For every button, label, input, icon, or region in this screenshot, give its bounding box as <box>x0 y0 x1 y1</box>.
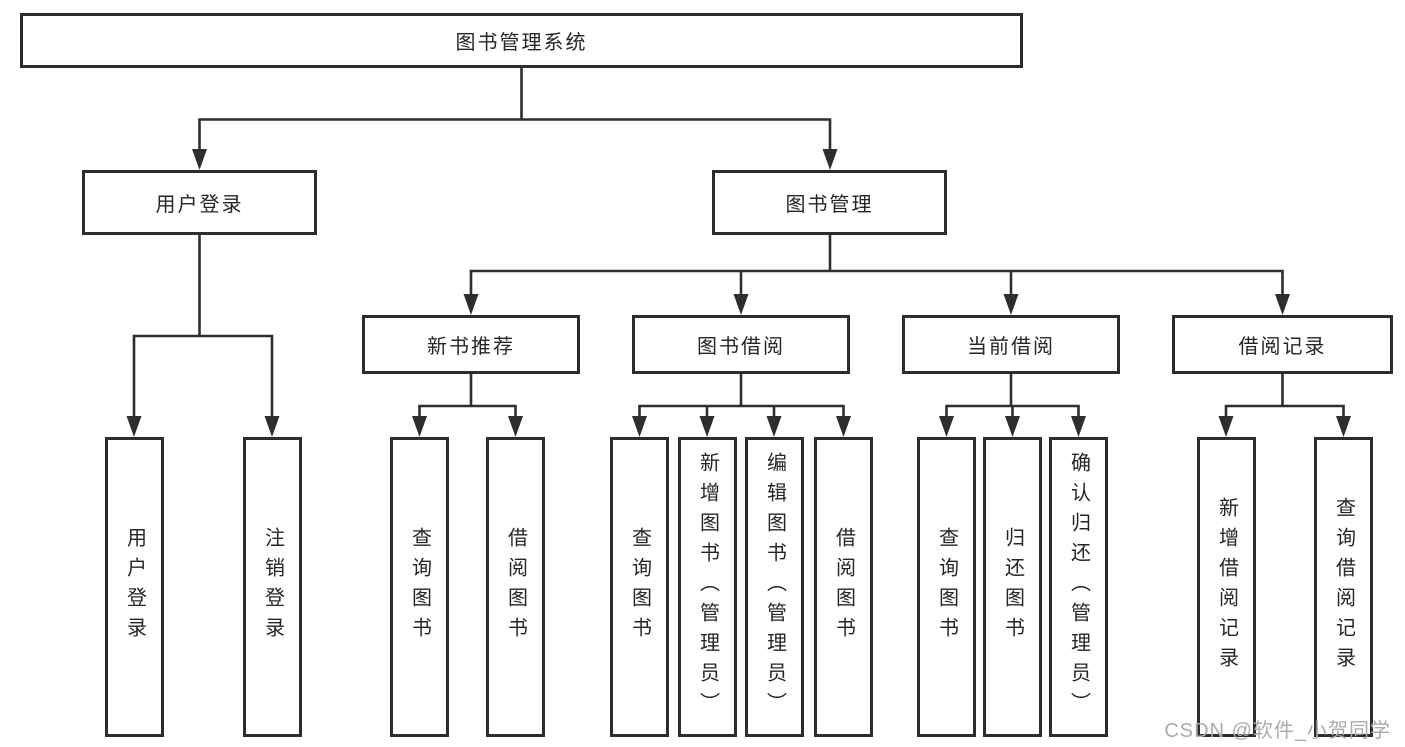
leaf-borrow-books-recommend: 借阅图书 <box>486 437 545 737</box>
leaf-user-login: 用户登录 <box>105 437 164 737</box>
leaf-return-books: 归还图书 <box>983 437 1042 737</box>
node-current-borrowing: 当前借阅 <box>902 315 1120 374</box>
leaf-add-books-admin: 新增图书（管理员） <box>678 437 737 737</box>
leaf-add-borrow-record: 新增借阅记录 <box>1197 437 1256 737</box>
arrowheads <box>126 149 1351 437</box>
leaf-borrow-books-borrowing: 借阅图书 <box>814 437 873 737</box>
node-book-borrowing: 图书借阅 <box>632 315 850 374</box>
connector-level1-rail <box>198 118 832 152</box>
connector-records-rail <box>1224 404 1345 419</box>
leaf-query-books-current: 查询图书 <box>917 437 976 737</box>
node-book-management: 图书管理 <box>712 170 947 235</box>
connector-borrowing-rail <box>638 404 845 419</box>
leaf-logout: 注销登录 <box>243 437 302 737</box>
node-borrowing-records: 借阅记录 <box>1172 315 1393 374</box>
node-user-login: 用户登录 <box>82 170 317 235</box>
node-new-book-recommend: 新书推荐 <box>362 315 580 374</box>
leaf-confirm-return-admin: 确认归还（管理员） <box>1049 437 1108 737</box>
connector-level2-rail <box>469 269 1284 297</box>
leaf-query-borrow-record: 查询借阅记录 <box>1314 437 1373 737</box>
connector-newbooks-rail <box>418 404 517 419</box>
leaf-query-books-recommend: 查询图书 <box>390 437 449 737</box>
leaf-edit-books-admin: 编辑图书（管理员） <box>745 437 804 737</box>
csdn-watermark: CSDN @软件_小贺同学 <box>1164 720 1391 742</box>
connector-userlogin-rail <box>132 334 274 419</box>
node-root: 图书管理系统 <box>20 13 1023 68</box>
leaf-query-books-borrowing: 查询图书 <box>610 437 669 737</box>
